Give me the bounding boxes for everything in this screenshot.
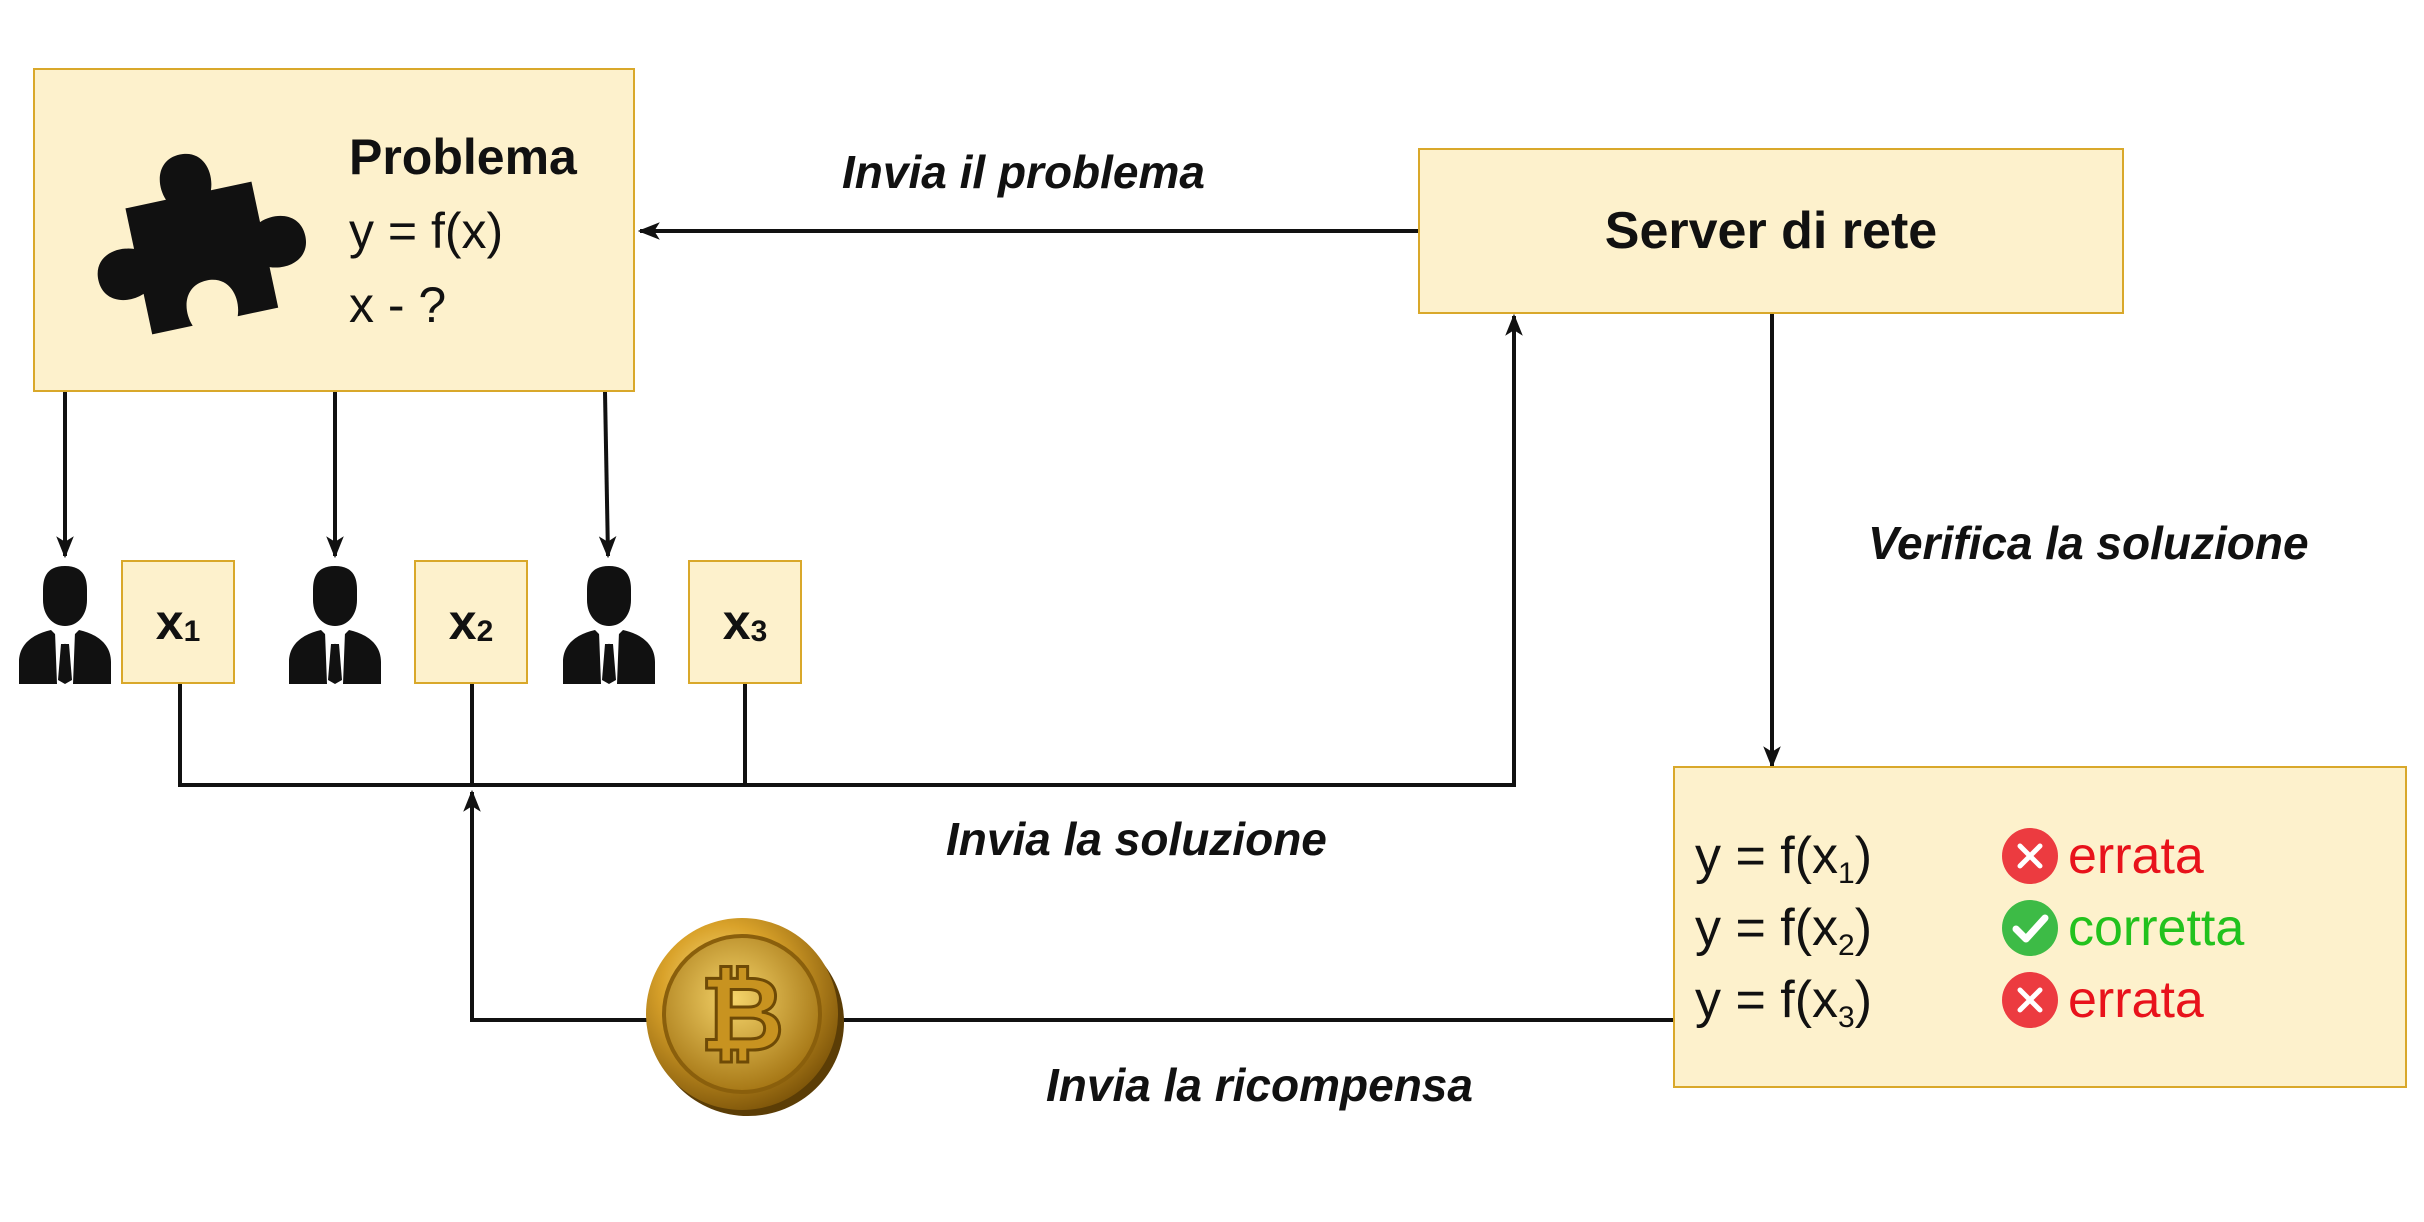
server-label: Server di rete [1604,202,1938,260]
solution-subscript: 3 [750,615,768,648]
result-equation: y = f(x2) [1695,899,1873,962]
businessman-icon [19,566,111,684]
check-circle-icon [2002,900,2058,956]
x-circle-icon [2002,972,2058,1028]
arrow-send-solution [178,313,1523,787]
server-box: Server di rete [1418,148,2124,314]
label-send-solution: Invia la soluzione [946,813,1327,865]
solution-subscript: 2 [476,615,494,648]
x-circle-icon [2002,828,2058,884]
result-status: errata [2068,827,2204,885]
solution-subscript: 1 [183,615,201,648]
solution-var: x [155,594,184,650]
label-send-reward: Invia la ricompensa [1046,1059,1473,1111]
verification-box: y = f(x1) errata y = f(x2) corretta y = … [1673,766,2407,1088]
businessman-icon [289,566,381,684]
arrow-send-reward [463,789,650,1022]
label-send-problem: Invia il problema [842,146,1205,198]
result-status: errata [2068,971,2204,1029]
bitcoin-coin-icon: ₿ [646,918,844,1116]
result-status: corretta [2068,899,2245,957]
puzzle-piece-icon [97,153,306,335]
solution-var: x [448,594,477,650]
businessman-icon [563,566,655,684]
problem-equation: y = f(x) [349,203,504,259]
arrow-to-candidate-3 [598,391,617,559]
problem-title: Problema [349,129,577,185]
label-verify-solution: Verifica la soluzione [1868,517,2309,569]
result-row-1: y = f(x1) errata [1695,820,2415,892]
svg-text:₿: ₿ [700,953,785,1075]
result-equation: y = f(x3) [1695,971,1873,1034]
problem-box: Problema y = f(x) x - ? [33,68,635,392]
result-row-2: y = f(x2) corretta [1695,892,2415,964]
result-row-3: y = f(x3) errata [1695,964,2415,1036]
solution-var: x [722,594,751,650]
problem-question: x - ? [349,277,447,333]
result-equation: y = f(x1) [1695,827,1873,890]
